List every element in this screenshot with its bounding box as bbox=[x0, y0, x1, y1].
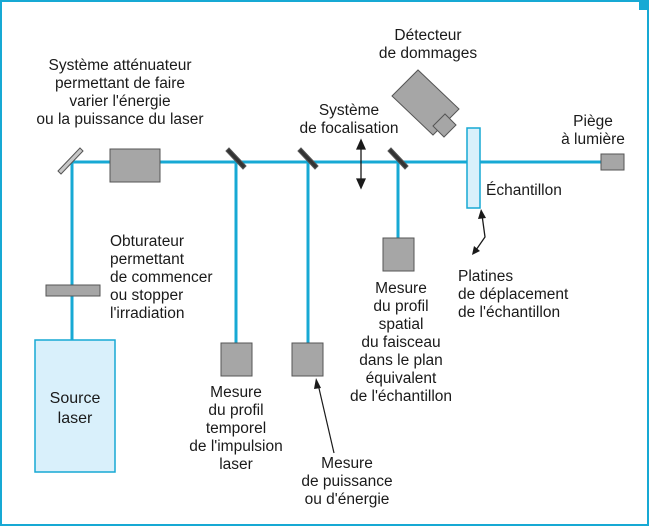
power-meter-box bbox=[291, 342, 324, 377]
damage-detector bbox=[391, 69, 460, 138]
stage-arrow bbox=[475, 214, 486, 251]
light-trap-box bbox=[600, 153, 625, 171]
beam-splitter-3 bbox=[387, 147, 409, 170]
label-sample: Échantillon bbox=[486, 182, 562, 199]
power-pointer-arrow bbox=[314, 378, 335, 454]
shutter-plate bbox=[45, 284, 101, 297]
laser-beams bbox=[70, 160, 601, 343]
label-light-trap: Piège à lumière bbox=[561, 113, 625, 148]
focusing-lens-icon bbox=[355, 138, 367, 190]
label-spatial-profile: Mesure du profil spatial du faisceau dan… bbox=[349, 280, 453, 405]
label-source-laser: Source laser bbox=[49, 390, 101, 427]
spatial-profile-box bbox=[382, 237, 415, 272]
label-shutter: Obturateur permettant de commencer ou st… bbox=[110, 233, 213, 322]
beam-splitter-2 bbox=[297, 147, 319, 170]
attenuator-box bbox=[109, 148, 161, 183]
label-focusing-system: Système de focalisation bbox=[299, 102, 399, 137]
label-temporal-profile: Mesure du profil temporel de l'impulsion… bbox=[189, 384, 283, 473]
beam-splitter-1 bbox=[225, 147, 247, 170]
label-attenuator: Système atténuateur permettant de faire … bbox=[36, 57, 204, 128]
label-damage-detector: Détecteur de dommages bbox=[378, 27, 478, 62]
label-stages: Platines de déplacement de l'échantillon bbox=[458, 268, 569, 321]
label-power-measure: Mesure de puissance ou d'énergie bbox=[301, 455, 393, 508]
sample-plate bbox=[466, 127, 481, 209]
mirrors bbox=[57, 147, 409, 175]
frame-corner-mark bbox=[639, 2, 647, 10]
laser-source-box bbox=[34, 339, 116, 473]
stage-arrowheads bbox=[472, 209, 486, 255]
temporal-profile-box bbox=[220, 342, 253, 377]
mirror-1 bbox=[57, 147, 84, 175]
